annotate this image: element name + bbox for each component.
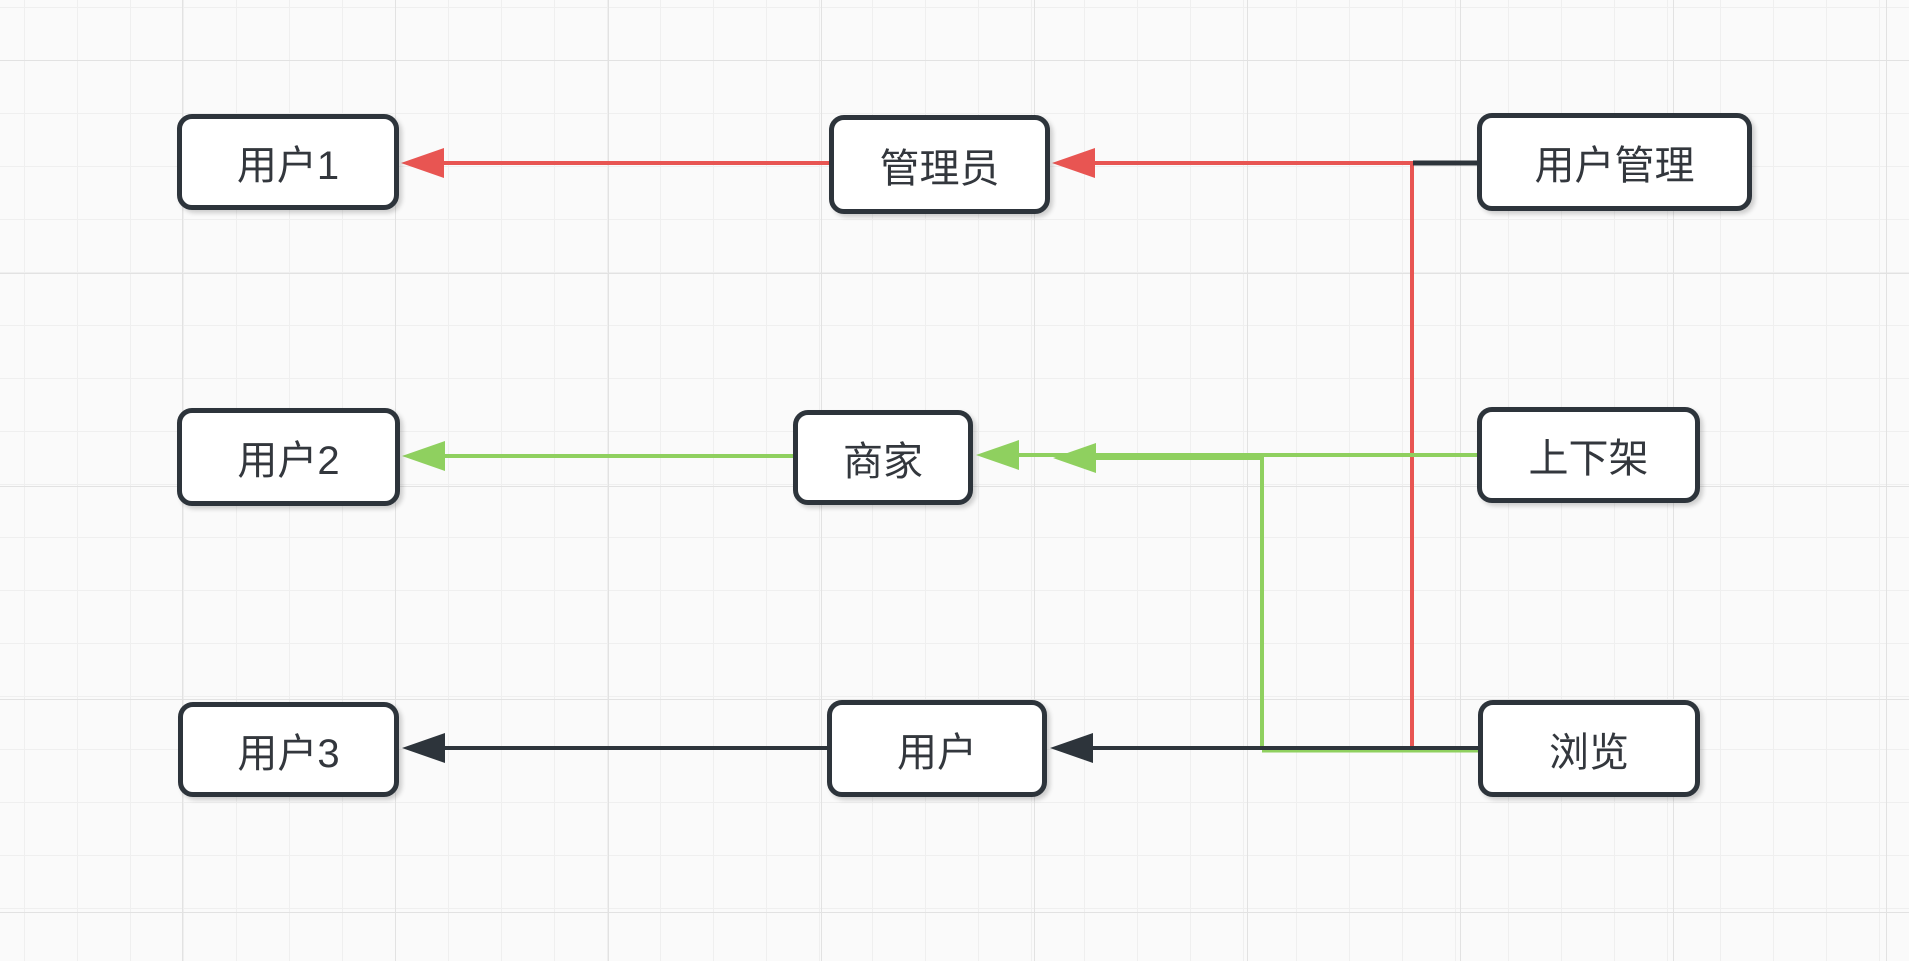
node-browse-label: 浏览	[1549, 730, 1629, 775]
edge-green-vertical-branch[interactable]	[1095, 456, 1264, 746]
edge-merchant-to-user2-arrowhead[interactable]	[402, 441, 445, 471]
node-user1-label: 用户1	[236, 144, 340, 188]
node-user[interactable]: 用户	[827, 700, 1047, 797]
edge-red-vertical-trunk[interactable]	[1095, 161, 1414, 746]
edge-browse-to-user-arrowhead[interactable]	[1050, 733, 1093, 763]
node-shelf-label: 上下架	[1528, 437, 1649, 481]
edge-shelf-to-merchant-arrowhead[interactable]	[976, 440, 1019, 470]
node-user-label: 用户	[897, 730, 977, 775]
node-user2-label: 用户2	[237, 439, 340, 483]
edge-trunk-to-admin-arrowhead[interactable]	[1052, 148, 1095, 178]
node-admin[interactable]: 管理员	[829, 115, 1050, 214]
edge-green-branch-arrowhead[interactable]	[1053, 443, 1096, 473]
node-merchant[interactable]: 商家	[793, 410, 973, 505]
node-user2[interactable]: 用户2	[177, 408, 400, 506]
node-user-mgmt-label: 用户管理	[1534, 144, 1695, 188]
node-user3[interactable]: 用户3	[178, 702, 399, 797]
node-merchant-label: 商家	[843, 439, 923, 484]
node-user-mgmt[interactable]: 用户管理	[1477, 113, 1752, 211]
edge-admin-to-user1-arrowhead[interactable]	[401, 148, 444, 178]
node-user3-label: 用户3	[237, 731, 340, 776]
edge-user-to-user3-arrowhead[interactable]	[402, 733, 445, 763]
node-browse[interactable]: 浏览	[1478, 700, 1700, 797]
node-shelf[interactable]: 上下架	[1477, 407, 1700, 503]
node-admin-label: 管理员	[879, 146, 1000, 191]
node-user1[interactable]: 用户1	[177, 114, 399, 210]
